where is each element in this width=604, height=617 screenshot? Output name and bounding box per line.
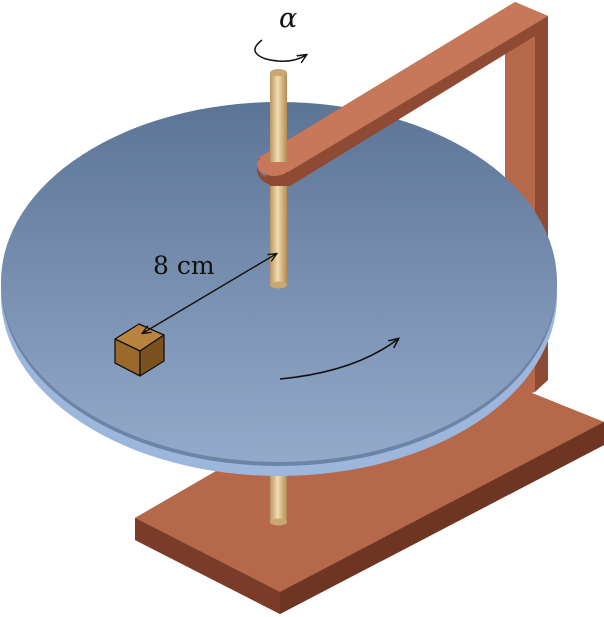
stand-arm <box>257 2 548 186</box>
distance-label: 8 cm <box>153 251 215 280</box>
curved-arrow-icon <box>254 39 306 61</box>
alpha-label: α <box>279 3 297 34</box>
rod-upper-end <box>270 281 287 289</box>
rod-through-arm <box>270 76 287 162</box>
rod-top-cap <box>270 69 287 77</box>
rod-lower <box>270 470 287 522</box>
curved-arrow-icon <box>279 339 398 380</box>
rod-lower-end <box>270 518 287 526</box>
stand-base <box>135 350 604 614</box>
distance-arrow <box>143 254 276 333</box>
